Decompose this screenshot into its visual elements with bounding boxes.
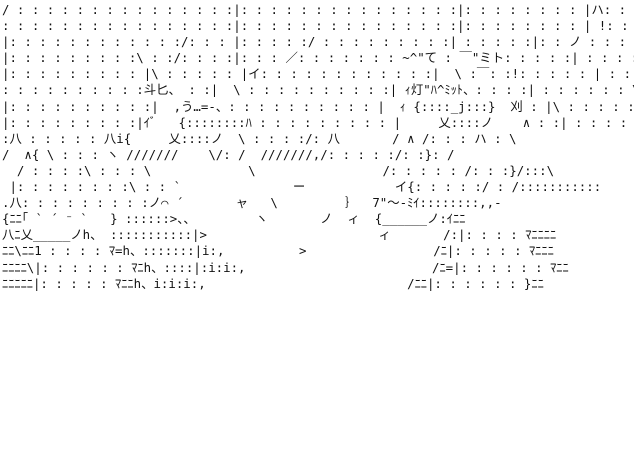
art-line: 八ﾆ乂_____ノh、 :::::::::::|> ィ /:|: : : : ﾏ… — [2, 227, 557, 243]
art-line: ﾆﾆﾆﾆ\|: : : : : : ﾏﾆh、::::|:i:i:, /ﾆ=|: … — [2, 259, 569, 275]
art-line: ﾆﾆﾆﾆﾆ|: : : : : ﾏﾆﾆh、i:i:i:, /ﾆﾆ|: : : :… — [2, 275, 544, 291]
art-line: : : : : : : : : : :斗匕、 : :| \ : : : : : … — [2, 82, 634, 98]
art-line: |: : : : : : : : : : : :/: : : |: : : : … — [2, 34, 634, 50]
art-line: |: : : : : : : : :|ｲﾞ {::::::::ﾊ : : : :… — [2, 114, 634, 130]
ascii-art-text: / : : : : : : : : : : : : : : :|: : : : … — [2, 2, 634, 291]
art-line: / : : : :\ : : : \ \ /: : : : : /: : :}/… — [2, 162, 555, 178]
art-line: :八 : : : : : 八i{ 乂::::ノ \ : : : :/: 八 / … — [2, 130, 517, 146]
art-line: / ∧{ \ : : : ヽ /////// \/: / ///////,/: … — [2, 146, 455, 162]
art-line: ﾆﾆ\ﾆﾆ1 : : : : ﾏ=h、:::::::|i:, > /ﾆ|: : … — [2, 243, 554, 259]
art-line: .八: : : : : : : : :ノ⌒ ´ ャ \ ｝ 7"～‐ﾐｲ::::… — [2, 195, 502, 211]
art-line: |: : : : : : : : :\ : :/: : : :|: : : ／:… — [2, 50, 634, 66]
art-line: {ﾆﾆ｢ ` ´ ⁻ ` } ::::::>、、 ヽ ノ ィ {______ノ:… — [2, 211, 466, 227]
art-line: |: : : : : : : :\ : : ` ー イ{: : : : :/ :… — [2, 179, 602, 195]
art-line: |: : : : : : : : : |\ : : : : : |イ: : : … — [2, 66, 632, 82]
art-line: / : : : : : : : : : : : : : : :|: : : : … — [2, 2, 634, 17]
art-line: : : : : : : : : : : : : : : : :|: : : : … — [2, 18, 629, 34]
art-line: |: : : : : : : : : :| ,う…=‐、: : : : : : … — [2, 98, 634, 114]
